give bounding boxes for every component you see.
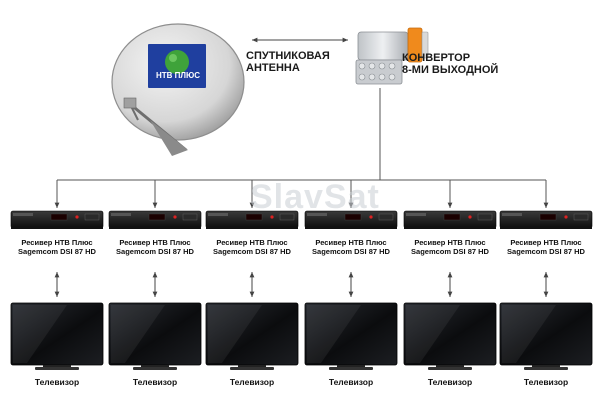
lnb-converter-icon <box>355 27 429 85</box>
receivers-row <box>10 210 593 229</box>
receiver-label-line1: Ресивер НТВ Плюс <box>510 238 582 247</box>
tv-icon <box>304 302 398 370</box>
tv-icon <box>403 302 497 370</box>
tv-icon <box>499 302 593 370</box>
converter-label: КОНВЕРТОР 8-МИ ВЫХОДНОЙ <box>402 52 512 76</box>
receiver-label-line1: Ресивер НТВ Плюс <box>119 238 191 247</box>
receiver-label-line1: Ресивер НТВ Плюс <box>414 238 486 247</box>
tv-label: Телевизор <box>427 377 473 387</box>
tv-label: Телевизор <box>132 377 178 387</box>
satellite-dish-icon <box>111 23 245 156</box>
tv-label: Телевизор <box>328 377 374 387</box>
receiver-label-line2: Sagemcom DSI 87 HD <box>312 247 390 256</box>
receiver-label-line2: Sagemcom DSI 87 HD <box>18 247 96 256</box>
receiver-icon <box>205 210 299 229</box>
receiver-icon <box>403 210 497 229</box>
tv-icon <box>10 302 104 370</box>
receiver-label-line1: Ресивер НТВ Плюс <box>216 238 288 247</box>
converter-label-line2: 8-МИ ВЫХОДНОЙ <box>402 64 499 76</box>
tvs-row <box>10 302 593 370</box>
receiver-label-line1: Ресивер НТВ Плюс <box>21 238 93 247</box>
distribution-lines <box>57 88 546 181</box>
tv-icon <box>205 302 299 370</box>
receiver-icon <box>304 210 398 229</box>
dish-label-line2: АНТЕННА <box>246 62 300 74</box>
receiver-icon <box>499 210 593 229</box>
dish-logo-text: НТВ ПЛЮС <box>156 71 200 80</box>
tv-label: Телевизор <box>229 377 275 387</box>
receiver-icon <box>108 210 202 229</box>
receiver-label-line2: Sagemcom DSI 87 HD <box>213 247 291 256</box>
tv-label: Телевизор <box>34 377 80 387</box>
dish-label-line1: СПУТНИКОВАЯ <box>246 50 330 62</box>
watermark: SlavSat <box>250 178 380 216</box>
tv-icon <box>108 302 202 370</box>
receiver-icon <box>10 210 104 229</box>
tv-label: Телевизор <box>523 377 569 387</box>
receiver-drops <box>54 180 549 208</box>
receiver-label-line2: Sagemcom DSI 87 HD <box>116 247 194 256</box>
receiver-label-line1: Ресивер НТВ Плюс <box>315 238 387 247</box>
dish-label: СПУТНИКОВАЯ АНТЕННА <box>246 50 356 74</box>
receiver-label-line2: Sagemcom DSI 87 HD <box>411 247 489 256</box>
receiver-tv-links <box>54 272 549 297</box>
converter-label-line1: КОНВЕРТОР <box>402 52 471 64</box>
receiver-label-line2: Sagemcom DSI 87 HD <box>507 247 585 256</box>
